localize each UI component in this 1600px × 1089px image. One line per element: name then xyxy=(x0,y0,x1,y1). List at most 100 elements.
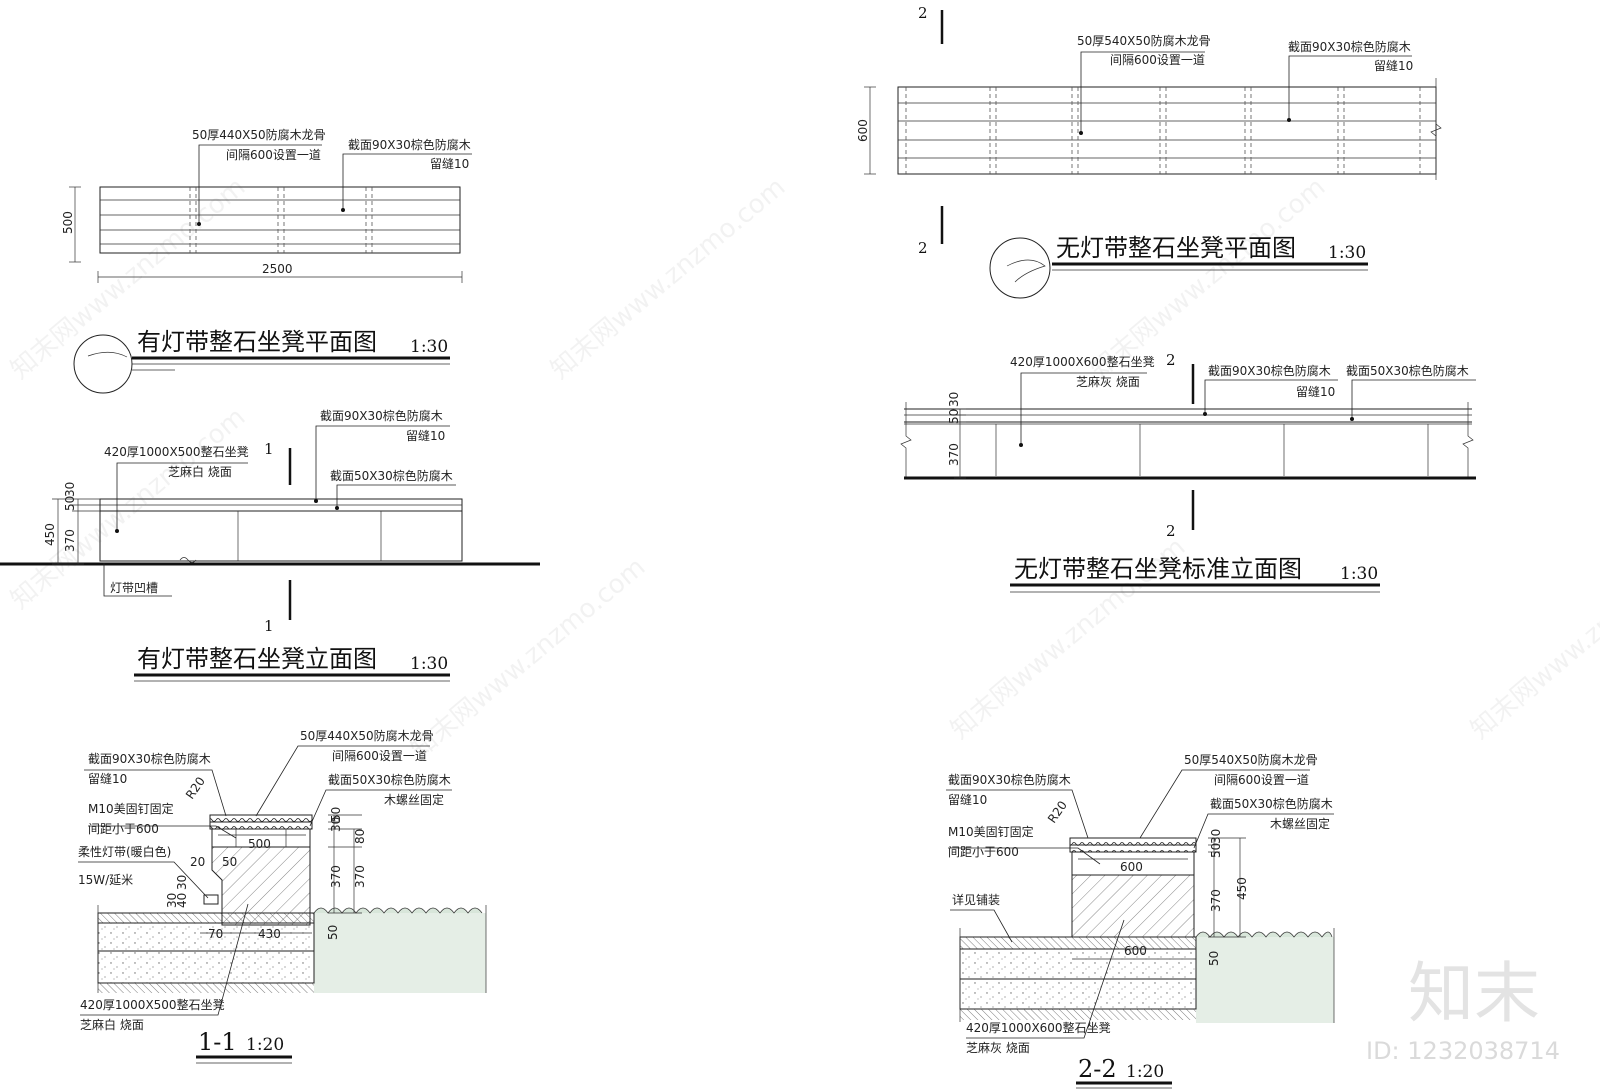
watermark: 知末网www.znzmo.com xyxy=(1465,532,1600,745)
note-nail: 间距小于600 xyxy=(948,845,1019,859)
note-led: 15W/延米 xyxy=(78,873,133,887)
section-mark: 1 xyxy=(264,617,274,635)
section-mark: 1 xyxy=(264,440,274,458)
note-joist: 间隔600设置一道 xyxy=(332,749,427,763)
radius: R20 xyxy=(1045,798,1070,825)
note-wood: 留缝10 xyxy=(88,771,127,786)
dim: 30 xyxy=(947,392,961,407)
note-stone: 420厚1000X600整石坐凳 xyxy=(1010,354,1155,369)
note-wood: 截面90X30棕色防腐木 xyxy=(88,751,211,766)
dim: 50 xyxy=(1207,951,1221,966)
dim: 370 xyxy=(329,865,343,888)
view-title: 无灯带整石坐凳标准立面图 xyxy=(1014,555,1302,583)
view-title: 有灯带整石坐凳立面图 xyxy=(137,645,377,673)
dim-width: 2500 xyxy=(262,262,293,276)
note-joist: 间隔600设置一道 xyxy=(1110,53,1205,67)
view-scale: 1:30 xyxy=(1328,243,1366,263)
note-nail: 间距小于600 xyxy=(88,822,159,836)
dim: 50 xyxy=(222,855,237,869)
view-title: 2-2 xyxy=(1078,1055,1117,1083)
note-wood: 留缝10 xyxy=(406,428,445,443)
dim: 30 xyxy=(329,817,343,832)
dim: 370 xyxy=(353,865,367,888)
dim-depth: 500 xyxy=(61,211,75,234)
note-nail: M10美固钉固定 xyxy=(88,801,174,816)
dim: 450 xyxy=(43,523,57,546)
dim: 50 xyxy=(63,496,77,511)
view-scale: 1:30 xyxy=(410,337,448,357)
note-stone: 芝麻白 烧面 xyxy=(168,464,232,479)
unlit-bench-plan: 2 600 50厚540X50防腐木龙骨 间隔600设置一道 截面90X30棕色… xyxy=(856,4,1442,299)
dim: 600 xyxy=(1120,860,1143,874)
section-2-2: 600 600 50 30 370 450 50 R20 截面90X30棕色防腐… xyxy=(946,752,1335,1089)
note-nail: M10美固钉固定 xyxy=(948,824,1034,839)
dim: 370 xyxy=(63,529,77,552)
note-wood: 留缝10 xyxy=(1374,58,1413,73)
note-wood: 截面90X30棕色防腐木 xyxy=(348,137,471,152)
unlit-bench-elevation: 2 370 50 30 420厚1000X600整石坐凳 芝麻灰 烧面 截面90… xyxy=(900,351,1476,593)
note-stone: 420厚1000X600整石坐凳 xyxy=(966,1020,1111,1035)
dim: 370 xyxy=(947,443,961,466)
note-stone: 芝麻灰 烧面 xyxy=(966,1040,1030,1055)
note-stone: 芝麻白 烧面 xyxy=(80,1017,144,1032)
note-wood: 截面90X30棕色防腐木 xyxy=(1288,39,1411,54)
view-title: 1-1 xyxy=(198,1028,237,1056)
note-wood: 留缝10 xyxy=(1296,384,1335,399)
dim: 500 xyxy=(248,837,271,851)
view-title: 有灯带整石坐凳平面图 xyxy=(137,328,377,356)
dim: 30 xyxy=(1209,829,1223,844)
note-wood: 留缝10 xyxy=(948,792,987,807)
note-paving: 详见铺装 xyxy=(952,892,1000,907)
note-led: 柔性灯带(暖白色) xyxy=(78,844,171,859)
dim: 70 xyxy=(208,927,223,941)
note-joist: 50厚440X50防腐木龙骨 xyxy=(300,728,434,743)
note-joist: 50厚440X50防腐木龙骨 xyxy=(192,127,326,142)
dim: 50 xyxy=(329,807,343,822)
note-wood2: 截面50X30棕色防腐木 xyxy=(1210,796,1333,811)
dim: 50 xyxy=(1209,843,1223,858)
note-wood2: 木螺丝固定 xyxy=(1270,816,1330,831)
lit-bench-elevation: 1 450 370 50 30 420厚1000X500整石坐凳 芝麻白 烧面 … xyxy=(0,408,540,682)
dim: 40 xyxy=(175,893,189,908)
note-wood2: 截面50X30棕色防腐木 xyxy=(328,772,451,787)
dim: 20 xyxy=(190,855,205,869)
dim: 430 xyxy=(258,927,281,941)
note-stone: 420厚1000X500整石坐凳 xyxy=(80,997,225,1012)
view-title: 无灯带整石坐凳平面图 xyxy=(1056,234,1296,262)
section-1-1: 500 20 50 30 40 30 70 430 80 370 370 50 … xyxy=(78,728,487,1064)
note-wood2: 木螺丝固定 xyxy=(384,792,444,807)
radius: R20 xyxy=(183,774,208,801)
view-scale: 1:20 xyxy=(246,1035,284,1055)
note-stone: 420厚1000X500整石坐凳 xyxy=(104,444,249,459)
watermark: 知末网www.znzmo.com xyxy=(545,172,791,385)
view-scale: 1:30 xyxy=(1340,564,1378,584)
note-wood: 留缝10 xyxy=(430,156,469,171)
dim: 370 xyxy=(1209,889,1223,912)
view-scale: 1:20 xyxy=(1126,1062,1164,1082)
section-mark: 2 xyxy=(918,4,928,22)
dim: 30 xyxy=(165,893,179,908)
section-mark: 2 xyxy=(918,239,928,257)
dim: 50 xyxy=(326,925,340,940)
note-joist: 间隔600设置一道 xyxy=(1214,773,1309,787)
note-stone: 芝麻灰 烧面 xyxy=(1076,374,1140,389)
note-wood2: 截面50X30棕色防腐木 xyxy=(330,468,453,483)
dim-depth: 600 xyxy=(856,119,870,142)
note-joist: 50厚540X50防腐木龙骨 xyxy=(1184,752,1318,767)
watermark: 知末网www.znzmo.com xyxy=(1085,172,1331,385)
note-wood: 截面90X30棕色防腐木 xyxy=(1208,363,1331,378)
note-wood2: 截面50X30棕色防腐木 xyxy=(1346,363,1469,378)
brand-logo: 知末 xyxy=(1408,955,1540,1032)
dim: 50 xyxy=(947,409,961,424)
note-joist: 50厚540X50防腐木龙骨 xyxy=(1077,33,1211,48)
note-wood: 截面90X30棕色防腐木 xyxy=(320,408,443,423)
note-groove: 灯带凹槽 xyxy=(110,581,158,595)
section-mark: 2 xyxy=(1166,522,1176,540)
note-wood: 截面90X30棕色防腐木 xyxy=(948,772,1071,787)
view-scale: 1:30 xyxy=(410,654,448,674)
note-joist: 间隔600设置一道 xyxy=(226,148,321,162)
dim: 30 xyxy=(175,875,189,890)
dim: 80 xyxy=(353,829,367,844)
dim: 600 xyxy=(1124,944,1147,958)
